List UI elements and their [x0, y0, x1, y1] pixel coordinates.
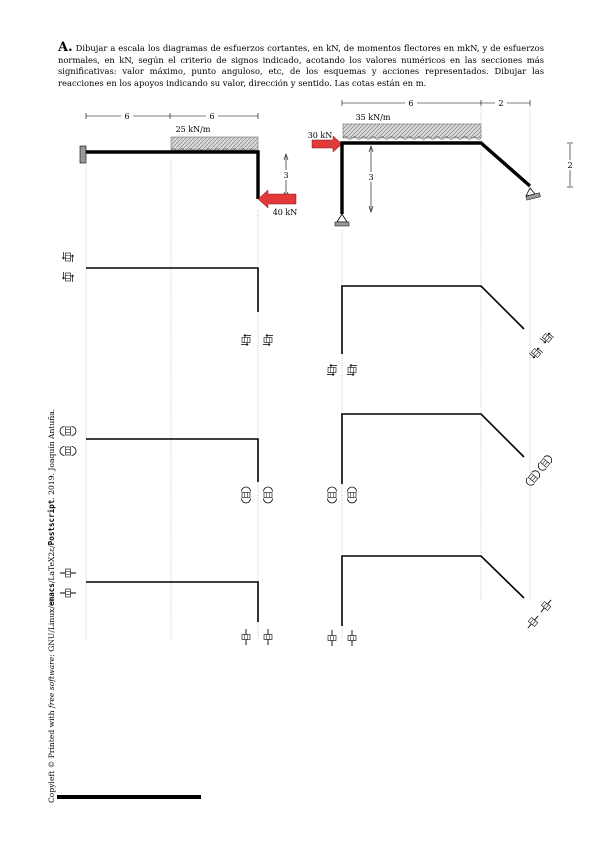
right-dim-2-bg [495, 98, 507, 107]
right-dim-2v: 2 [567, 161, 572, 170]
left-axial-sign-icon-bottom [59, 588, 77, 598]
right-point-load-arrow [311, 135, 343, 153]
right-load-wave [342, 136, 482, 140]
right-load-label: 35 kN/m [356, 113, 391, 122]
right-axial-diagram [341, 555, 525, 626]
right-load-hatch [343, 124, 481, 138]
left-dim-3: 3 [283, 171, 288, 180]
right-pin-support-left [334, 213, 350, 227]
problem-statement: A.Dibujar a escala los diagramas de esfu… [58, 40, 544, 89]
left-beam [86, 150, 260, 199]
problem-label: A. [58, 40, 73, 55]
right-dim-3: 3 [368, 173, 373, 182]
right-shear-end-icon-c [528, 344, 544, 362]
left-guides [85, 160, 259, 640]
right-moment-end-icon-c [524, 468, 542, 488]
left-dim-6b: 6 [209, 112, 214, 121]
problem-text: Dibujar a escala los diagramas de esfuer… [58, 43, 544, 88]
left-dimension-top [85, 113, 259, 119]
left-dim-6a: 6 [124, 112, 129, 121]
right-shear-diagram [341, 285, 525, 354]
right-dim-6: 6 [408, 99, 413, 108]
left-point-load-label: 40 kN [273, 208, 298, 217]
left-shear-end-icon-a [240, 333, 252, 347]
right-moment-end-icon-d [536, 453, 554, 473]
left-shear-sign-icon-top [61, 251, 75, 263]
left-axial-sign-icon-top [59, 568, 77, 578]
left-load-hatch [171, 137, 258, 150]
right-guides [341, 107, 531, 640]
right-axial-end-icon-b [347, 629, 357, 647]
left-shear-end-icon-b [262, 333, 274, 347]
left-shear-sign-icon-bottom [61, 271, 75, 283]
right-frame [340, 141, 532, 214]
right-axial-end-icon-c [524, 612, 542, 632]
left-axial-diagram [86, 581, 259, 622]
left-point-load-arrow [257, 189, 297, 209]
right-axial-end-icon-a [327, 629, 337, 647]
right-shear-end-icon-d [539, 329, 555, 347]
left-moment-sign-icon-top [59, 426, 77, 436]
left-fixed-support [79, 145, 87, 164]
right-moment-end-icon-b [347, 486, 357, 504]
bottom-rule [57, 795, 201, 799]
left-dim-3-bg [281, 170, 291, 180]
right-axial-end-icon-d [537, 596, 555, 616]
left-shear-diagram [86, 267, 259, 312]
left-moment-end-icon-b [263, 486, 273, 504]
left-dim-6b-bg [206, 111, 218, 120]
right-pin-support-right [525, 187, 541, 201]
left-moment-sign-icon-bottom [59, 446, 77, 456]
right-dim-6-bg [405, 98, 417, 107]
right-structure: 6 2 35 kN/m 30 kN 3 [308, 98, 575, 647]
right-shear-end-icon-a [326, 363, 338, 377]
left-dim-6a-bg [121, 111, 133, 120]
left-axial-end-icon-b [263, 628, 273, 646]
left-load-label: 25 kN/m [176, 125, 211, 134]
left-axial-end-icon-a [241, 628, 251, 646]
right-dim-2v-bg [565, 160, 575, 170]
left-moment-diagram [86, 438, 259, 482]
left-structure: 6 6 25 kN/m 3 40 kN [59, 111, 298, 646]
right-dim-2: 2 [498, 99, 503, 108]
right-point-load-label: 30 kN [308, 131, 333, 140]
right-moment-diagram [341, 413, 525, 484]
right-dim-3-bg [366, 172, 376, 182]
right-moment-end-icon-a [327, 486, 337, 504]
right-shear-end-icon-b [346, 363, 358, 377]
left-moment-end-icon-a [241, 486, 251, 504]
